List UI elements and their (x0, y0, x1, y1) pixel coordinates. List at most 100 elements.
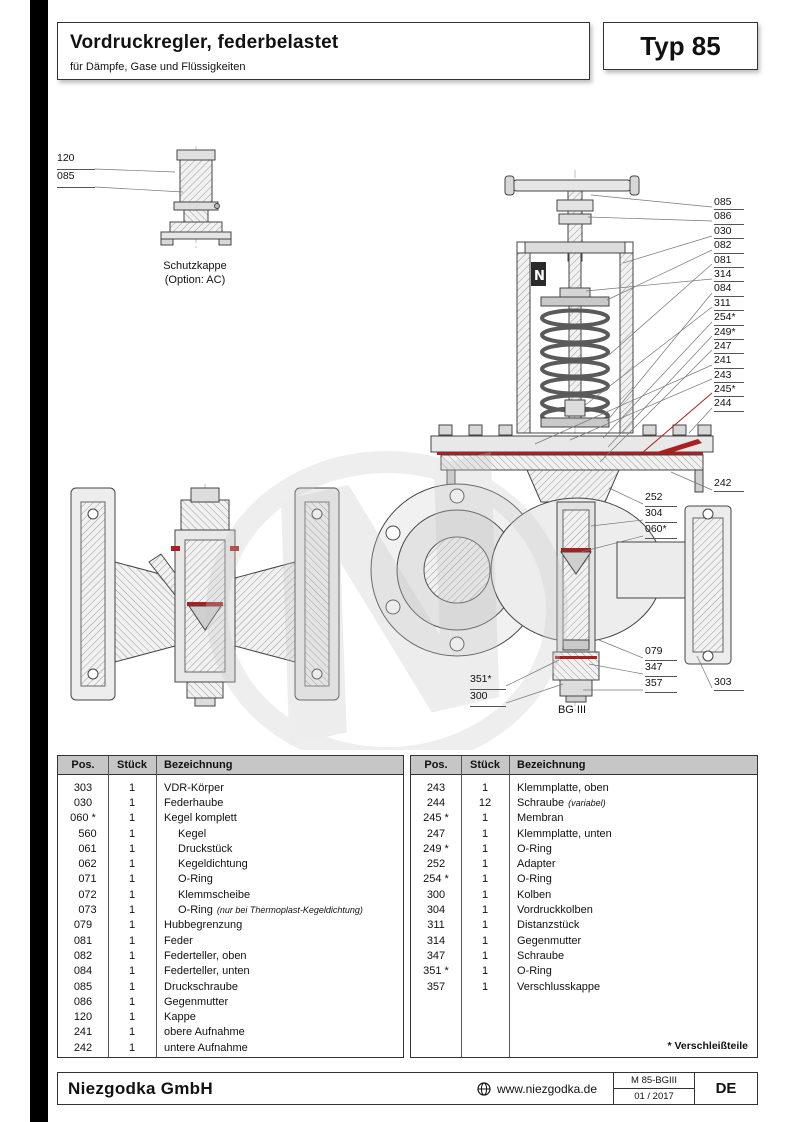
schutzkappe-drawing (160, 146, 232, 250)
title-block: Vordruckregler, federbelastet für Dämpfe… (57, 22, 590, 80)
pos-cell: 073 (78, 904, 97, 917)
page-content: Vordruckregler, federbelastet für Dämpfe… (57, 0, 758, 1122)
table-body-right: 243 1 Klemmplatte, oben 244 12 Schraube(… (411, 775, 757, 994)
qty-cell: 1 (128, 980, 136, 993)
website-link[interactable]: www.niezgodka.de (496, 1081, 597, 1096)
name-cell: Druckstück (178, 842, 233, 855)
qty-cell: 1 (128, 965, 136, 978)
globe-icon (477, 1081, 491, 1096)
name-cell: O-Ring (517, 965, 552, 978)
name-cell: Kegeldichtung (178, 858, 248, 871)
name-cell: Federteller, unten (164, 965, 250, 978)
name-cell: Kolben (517, 888, 552, 901)
wear-parts-footnote: * Verschleißteile (667, 1040, 748, 1052)
qty-cell: 1 (481, 904, 489, 917)
qty-cell: 1 (128, 1041, 136, 1054)
bg-caption: BG III (557, 704, 587, 716)
part-callout: 357 (645, 677, 677, 693)
part-callout: 254* (714, 311, 744, 326)
table-row: 243 1 Klemmplatte, oben (411, 780, 757, 795)
valve-drawing-svg: N (70, 146, 732, 750)
part-callout: 314 (714, 268, 744, 283)
callout-group-right-mid: 242 (714, 477, 744, 492)
qty-cell: 1 (481, 965, 489, 978)
table-row: 254 * 1 O-Ring (411, 872, 757, 887)
part-callout: 085 (57, 170, 95, 188)
pos-cell: 245 * (423, 812, 449, 825)
part-callout: 082 (714, 239, 744, 254)
qty-cell: 1 (128, 995, 136, 1008)
pos-cell: 304 (426, 904, 446, 917)
pos-cell: 060 * (70, 812, 96, 825)
name-cell: Kappe (164, 1011, 196, 1024)
part-callout: 300 (470, 690, 506, 707)
part-callout: 351* (470, 673, 506, 690)
qty-cell: 1 (128, 796, 136, 809)
table-header: Pos. Stück Bezeichnung (58, 756, 403, 775)
niezgodka-logo-letter: N (534, 269, 545, 284)
part-callout: 243 (714, 369, 744, 384)
pos-cell: 247 (426, 827, 446, 840)
column-separator (108, 756, 109, 1057)
name-cell: O-Ring(nur bei Thermoplast-Kegeldichtung… (178, 904, 363, 917)
part-callout: 252 (645, 491, 677, 507)
name-cell: Klemmplatte, unten (517, 827, 612, 840)
part-callout: 249* (714, 326, 744, 340)
name-cell: Kegel komplett (164, 812, 237, 825)
table-row: 314 1 Gegenmutter (411, 933, 757, 948)
table-body-left: 303 1 VDR-Körper 030 1 Federhaube 060 * … (58, 775, 403, 1055)
header-qty: Stück (470, 759, 500, 771)
part-callout: 081 (714, 254, 744, 268)
doc-date: 01 / 2017 (634, 1091, 674, 1102)
table-row: 081 1 Feder (58, 933, 403, 948)
pos-cell: 120 (73, 1011, 93, 1024)
pos-cell: 085 (73, 980, 93, 993)
table-row: 030 1 Federhaube (58, 795, 403, 810)
schutzkappe-caption: Schutzkappe (163, 260, 227, 272)
name-cell: Kegel (178, 827, 207, 840)
pos-cell: 244 (426, 796, 446, 809)
table-row: 347 1 Schraube (411, 948, 757, 963)
pos-cell: 242 (73, 1041, 93, 1054)
doc-number-block: M 85-BGIII 01 / 2017 (613, 1073, 694, 1104)
schutzkappe-option-caption: (Option: AC) (164, 274, 226, 286)
leader-lines (94, 168, 713, 704)
qty-cell: 1 (481, 980, 489, 993)
table-row: 247 1 Klemmplatte, unten (411, 826, 757, 841)
pos-cell: 079 (73, 919, 93, 932)
part-callout: 030 (714, 225, 744, 240)
qty-cell: 1 (128, 888, 136, 901)
header-name: Bezeichnung (164, 759, 233, 771)
qty-cell: 1 (128, 934, 136, 947)
language-badge: DE (694, 1073, 757, 1104)
table-row: 071 1 O-Ring (58, 872, 403, 887)
website-block: www.niezgodka.de (368, 1073, 613, 1104)
qty-cell: 1 (128, 827, 136, 840)
qty-cell: 12 (478, 796, 492, 809)
callout-group-body: 303 (714, 676, 744, 691)
callout-group-left: 351*300 (470, 673, 506, 707)
page-subtitle: für Dämpfe, Gase und Flüssigkeiten (70, 61, 246, 73)
table-row: 252 1 Adapter (411, 856, 757, 871)
pos-cell: 303 (73, 781, 93, 794)
pos-cell: 084 (73, 965, 93, 978)
part-callout: 084 (714, 282, 744, 297)
name-cell: Gegenmutter (517, 934, 582, 947)
qty-cell: 1 (128, 858, 136, 871)
name-cell: O-Ring (517, 873, 552, 886)
part-callout: 347 (645, 661, 677, 677)
pos-cell: 249 * (423, 842, 449, 855)
part-callout: 085 (714, 196, 744, 211)
qty-cell: 1 (481, 858, 489, 871)
table-row: 311 1 Distanzstück (411, 918, 757, 933)
name-cell: Schraube (517, 949, 565, 962)
part-callout: 242 (714, 477, 744, 492)
header-pos: Pos. (424, 759, 448, 771)
header-qty: Stück (117, 759, 147, 771)
table-row: 062 1 Kegeldichtung (58, 856, 403, 871)
table-row: 079 1 Hubbegrenzung (58, 918, 403, 933)
column-separator (509, 756, 510, 1057)
table-row: 357 1 Verschlusskappe (411, 979, 757, 994)
